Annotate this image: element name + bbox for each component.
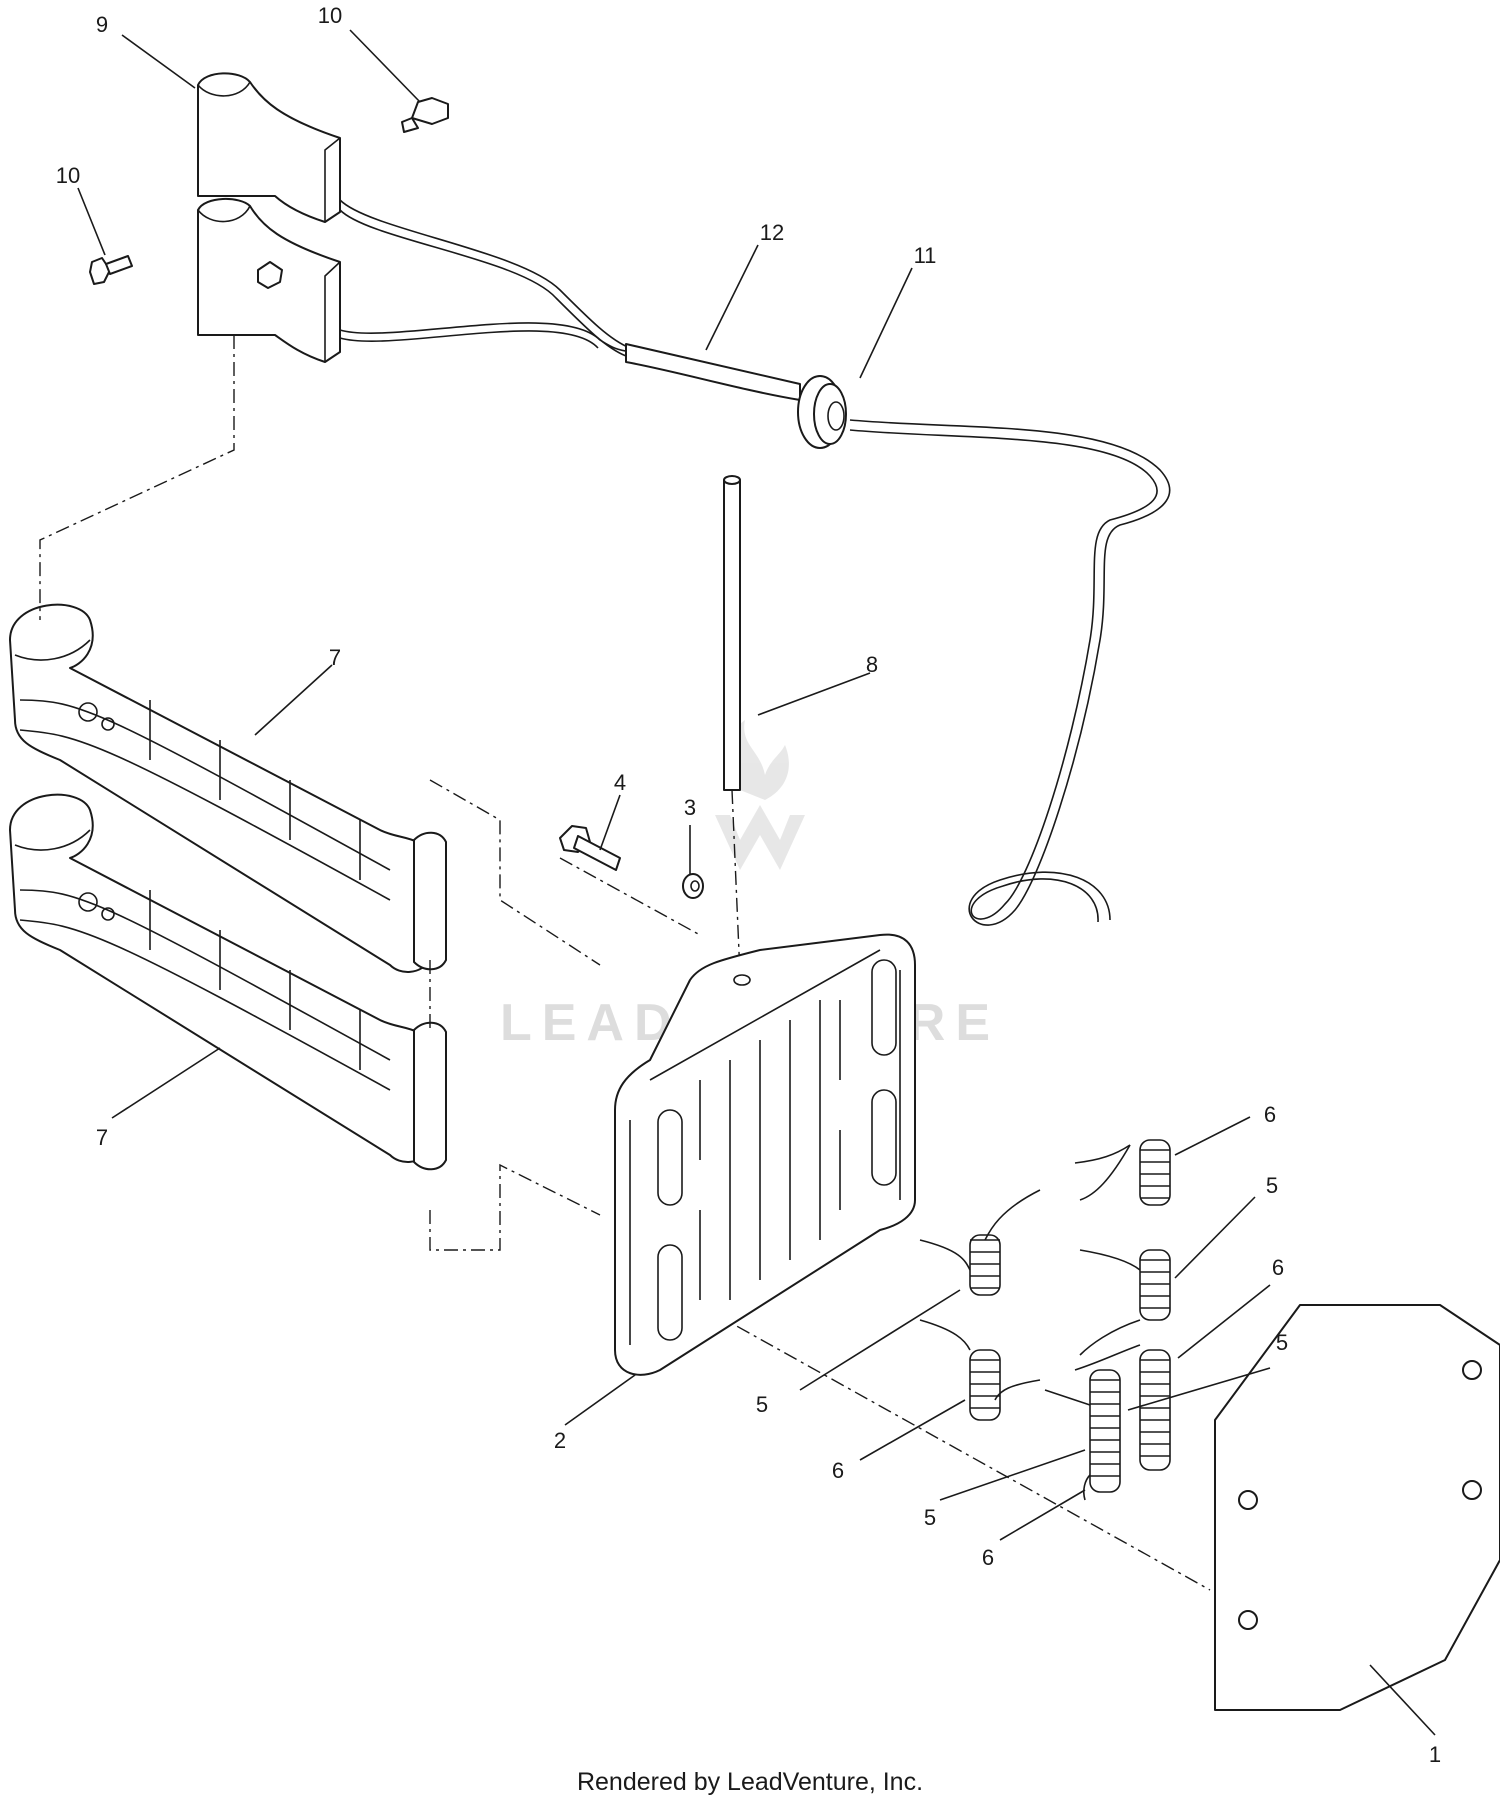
part-10-screw-upper (401, 97, 449, 133)
part-8-pin (723, 475, 741, 791)
callout-2: 2 (554, 1428, 566, 1453)
callout-1: 1 (1429, 1742, 1441, 1767)
part-10-screw-lower (89, 255, 133, 285)
callout-6-top-right: 6 (1264, 1102, 1276, 1127)
callout-9: 9 (96, 12, 108, 37)
part-5-spring-b (1079, 1249, 1171, 1356)
pin-center-line (731, 789, 741, 976)
callout-4: 4 (614, 770, 626, 795)
alignment-lines (39, 335, 1211, 1591)
callout-6-left: 6 (832, 1458, 844, 1483)
callout-10-upper: 10 (318, 3, 342, 28)
part-6-spring-b (919, 1319, 1041, 1421)
part-12-wire-harness (339, 199, 801, 401)
part-2-hinge-plate (614, 933, 916, 1376)
footer-credit: Rendered by LeadVenture, Inc. (576, 1768, 924, 1796)
part-11-grommet (797, 375, 847, 449)
part-5-spring-a (919, 1189, 1041, 1296)
leader-lines (77, 29, 1436, 1736)
callout-12: 12 (760, 220, 784, 245)
callout-7-lower: 7 (96, 1125, 108, 1150)
callout-3: 3 (684, 795, 696, 820)
watermark-logo-icon (715, 720, 805, 870)
callout-labels: 1 2 3 4 5 5 5 5 6 6 6 6 7 7 8 9 10 10 11… (56, 3, 1441, 1767)
part-9-harness-clips (197, 72, 341, 363)
part-7-hinge-arm-upper (9, 603, 447, 973)
callout-8: 8 (866, 652, 878, 677)
part-1-cover-plate (1214, 1304, 1500, 1711)
clip-screw-head-icon (257, 261, 283, 289)
part-7-hinge-arm-lower (9, 793, 447, 1171)
callout-5-left: 5 (756, 1392, 768, 1417)
callout-5-bottom: 5 (924, 1505, 936, 1530)
wire-loop (849, 419, 1171, 926)
callout-5-right: 5 (1276, 1330, 1288, 1355)
callout-6-bottom: 6 (982, 1545, 994, 1570)
callout-6-right: 6 (1272, 1255, 1284, 1280)
callout-10-lower: 10 (56, 163, 80, 188)
part-6-spring-a (1074, 1139, 1171, 1206)
part-5-spring-c (1044, 1369, 1121, 1501)
callout-7-upper: 7 (329, 645, 341, 670)
part-3-washer (682, 873, 704, 899)
part-6-spring-c (1074, 1344, 1171, 1471)
part-4-bolt (559, 825, 621, 871)
callout-11: 11 (914, 243, 937, 268)
callout-5-upper-right: 5 (1266, 1173, 1278, 1198)
